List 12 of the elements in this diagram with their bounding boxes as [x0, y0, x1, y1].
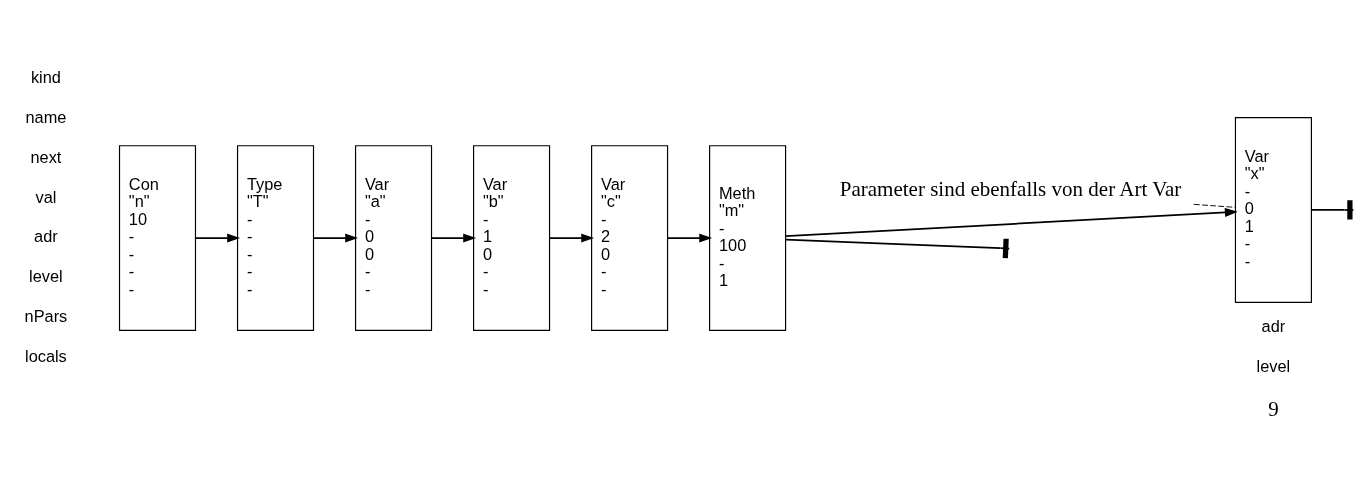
label: name [25, 107, 67, 126]
label: level [29, 266, 63, 285]
label: adr [1261, 316, 1286, 335]
label: locals [25, 346, 67, 365]
label: level [1256, 356, 1291, 375]
label: val [35, 187, 57, 206]
label: adr [34, 226, 58, 245]
label: nPars [24, 306, 68, 325]
label: next [30, 147, 62, 166]
node-text: Parameter sind ebenfalls von der Art Var [839, 176, 1182, 201]
label: kind [30, 67, 61, 86]
label: 9 [1268, 396, 1279, 421]
